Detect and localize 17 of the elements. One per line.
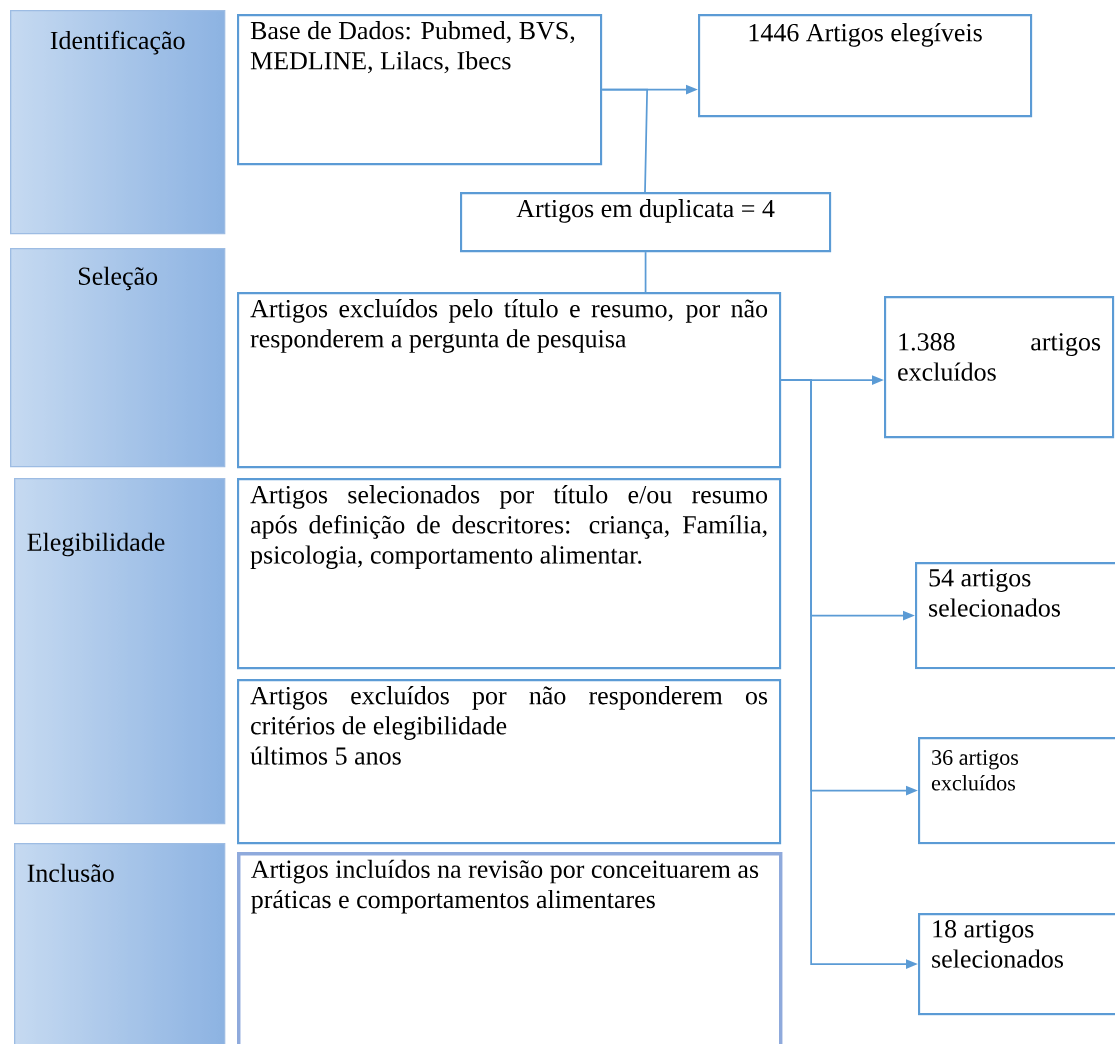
stage-band: Identificação (10, 10, 226, 235)
process-box: Base de Dados: Pubmed, BVS, MEDLINE, Lilacs, Ibecs (237, 14, 603, 166)
process-box: 54 artigos selecionados (915, 562, 1115, 670)
stage-band: Seleção (10, 248, 226, 468)
process-box: Artigos excluídos por não responderem os critérios de elegibilidade últimos 5 anos (237, 679, 782, 845)
process-box: Artigos em duplicata = 4 (460, 192, 832, 253)
process-box: Artigos selecionados por título e/ou resumo após definição de descritores: criança, Família, psicologia, comportamento alimentar. (237, 478, 782, 670)
process-box: Artigos excluídos pelo título e resumo, por não responderem a pergunta de pesquisa (237, 292, 782, 469)
stage-band: Elegibilidade (14, 478, 226, 825)
connector (644, 251, 647, 293)
process-box: 18 artigos selecionados (918, 913, 1115, 1016)
process-box: 36 artigos excluídos (918, 737, 1115, 845)
connector (601, 88, 649, 193)
process-box: 1446 Artigos elegíveis (698, 14, 1033, 118)
process-box: Artigos incluídos na revisão por conceituarem as práticas e comportamentos alimentares (237, 852, 783, 1044)
stage-band: Inclusão (14, 843, 226, 1044)
process-box: 1.388 artigos excluídos (884, 296, 1115, 439)
